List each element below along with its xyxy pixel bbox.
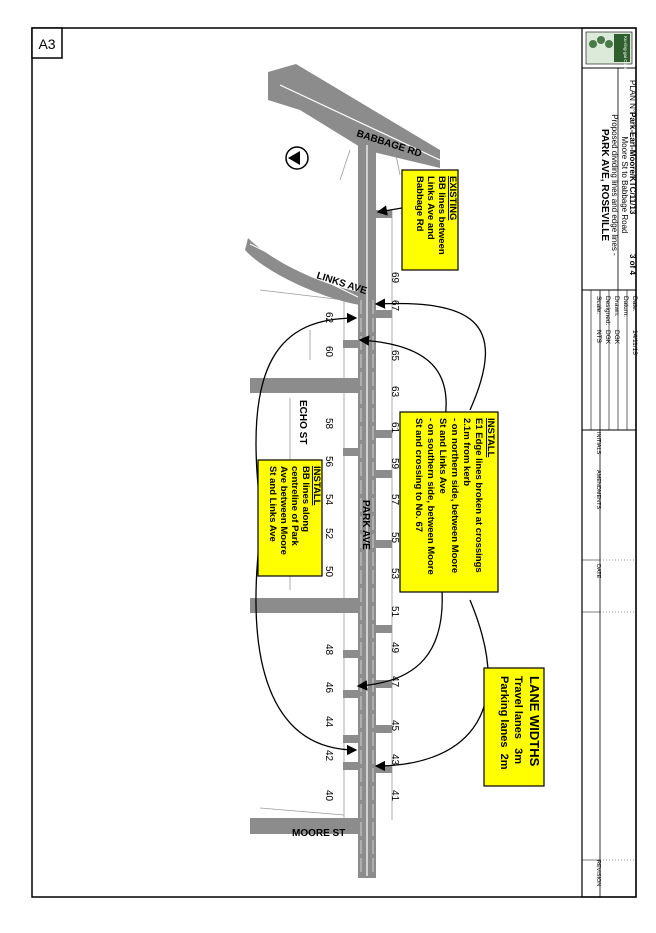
install-e1-line-2: 2.1m from kerb [461,418,472,486]
house-number: 53 [389,568,400,580]
install-bb-heading: INSTALL [311,466,322,506]
lane-widths-parking: Parking lanes 2m [498,676,510,770]
plan-number-row: PLAN N° Park-Earl-Moore/KTC/11/13 3 of 4 [628,80,637,275]
install-e1-line-5: - on southern side, between Moore [425,418,436,575]
date-label: Date: [631,296,638,312]
existing-bb-note: EXISTING BB lines between Links Ave and … [401,169,459,271]
initials-header: INITIALS [595,432,601,455]
street-label-park: PARK AVE [360,500,371,550]
haig-st-road [250,598,360,613]
house-number: 57 [389,494,400,506]
designed-value: DGK [604,330,611,345]
house-numbers-north: 40 42 44 46 48 50 52 54 56 58 60 62 [323,312,334,802]
install-bb-bold: BB [300,466,311,480]
lane-widths-heading: LANE WIDTHS [527,676,542,767]
svg-text:BB lines along: BB lines along [300,466,311,532]
scale-value: NTS [595,330,602,344]
lane-widths-travel: Travel lanes 3m [512,676,524,764]
install-bb-note: INSTALL BB lines along centreline of Par… [257,459,323,577]
lane-widths-note: LANE WIDTHS Travel lanes 3m Parking lane… [483,667,545,787]
house-number: 46 [323,682,334,694]
revision-header: REVISION [595,860,601,886]
drawn-value: DGK [613,330,620,345]
house-number: 42 [323,750,334,762]
babbage-rd-road [268,64,440,168]
svg-text:BB lines between: BB lines between [436,176,447,255]
existing-line-2: Links Ave and [425,176,436,240]
drawn-label: Drawn: [613,296,620,317]
house-number: 52 [323,528,334,540]
sheet-title: PARK AVE, ROSEVILLE [599,129,610,241]
install-e1-line-4: St and Links Ave [437,418,448,494]
existing-heading: EXISTING [447,176,458,220]
existing-line-3: Babbage Rd [414,176,425,232]
street-label-echo: ECHO ST [297,400,308,444]
house-number: 40 [323,790,334,802]
street-label-moore: MOORE ST [292,828,345,839]
north-arrow-icon [285,146,309,170]
install-e1-note: INSTALL E1 Edge lines broken at crossing… [399,411,499,593]
house-number: 62 [323,312,334,324]
council-logo-text: Ku-ring-gai Council [623,36,628,74]
date-header: DATE [595,564,601,579]
install-bb-line-4: St and Links Ave [267,466,278,542]
house-number: 60 [323,346,334,358]
plan-label: PLAN N° [628,80,637,112]
install-e1-heading: INSTALL [485,418,496,458]
house-number: 54 [323,494,334,506]
amendments-header: AMENDMENTS [595,470,601,509]
house-numbers-south: 41 43 45 47 49 51 53 55 57 59 61 63 65 6… [389,272,400,802]
links-ave-road [245,238,360,305]
council-logo-icon: Ku-ring-gai Council [585,31,633,74]
house-number: 48 [323,644,334,656]
house-number: 65 [389,350,400,362]
house-number: 51 [389,606,400,618]
house-number: 47 [389,676,400,688]
datum-label: Datum: [622,296,629,317]
scale-label: Scale: [595,296,602,314]
title-block [581,27,637,898]
existing-bb-bold: BB [436,176,447,190]
house-number: 55 [389,532,400,544]
house-number: 69 [389,272,400,284]
existing-line-1: lines between [436,190,447,255]
revision-headers: REVISION DATE AMENDMENTS INITIALS [595,432,601,886]
house-number: 50 [323,566,334,578]
install-e1-line-3: - on northern side, between Moore [449,418,460,573]
echo-st-road [250,378,360,393]
designed-label: Designed: [604,296,611,325]
house-number: 67 [389,300,400,312]
install-bb-line-2: centreline of Park [289,466,300,546]
street-label-haig: HAIG ST [297,620,308,661]
house-number: 44 [323,716,334,728]
size-tag: A3 [38,36,55,52]
house-number: 43 [389,754,400,766]
sheet-subtitle-1: Proposed dividing lines and edge lines - [610,114,619,256]
install-e1-line-1: E1 Edge lines broken at crossings [473,418,484,573]
house-number: 61 [389,422,400,434]
house-number: 58 [323,418,334,430]
house-number: 56 [323,456,334,468]
details-column: Scale: NTS Designed: DGK Drawn: DGK Datu… [595,296,638,355]
house-number: 59 [389,458,400,470]
install-bb-line-3: Ave between Moore [278,466,289,555]
house-number: 63 [389,386,400,398]
install-bb-line-1: lines along [300,480,311,532]
size-tag-box [31,27,63,59]
house-number: 45 [389,720,400,732]
house-number: 49 [389,642,400,654]
title-text: PARK AVE, ROSEVILLE Proposed dividing li… [599,114,629,256]
install-e1-line-6: St and crossing to No. 67 [413,418,424,532]
sheet-of: 3 of 4 [628,254,637,275]
plan-number: Park-Earl-Moore/KTC/11/13 [628,112,637,215]
sheet-subtitle-2: Moore St to Babbage Road [620,137,629,234]
moore-st-road [250,818,376,834]
date-value: 14/11/13 [631,330,638,355]
house-number: 41 [389,790,400,802]
